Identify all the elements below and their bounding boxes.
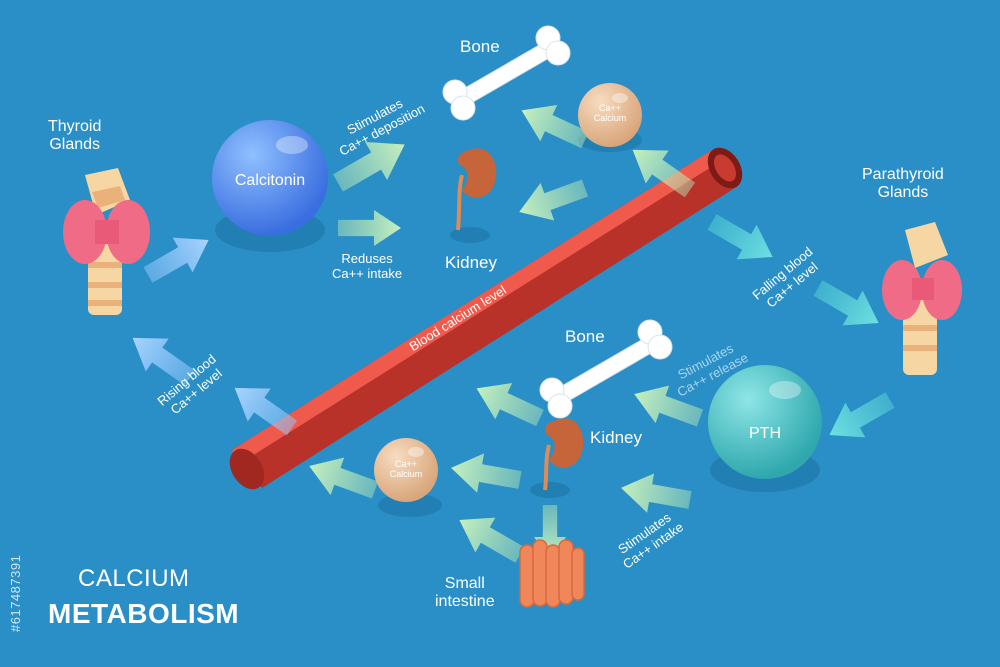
arrow-thyroid-to-calcitonin [138,222,219,293]
bone-top-label: Bone [460,37,500,56]
arrow-bone-to-calcium [468,370,549,437]
reduses-intake-line2: Ca++ intake [332,265,403,281]
reduses-intake-label: Reduses Ca++ intake [332,251,403,282]
parathyroid-label-line1: Parathyroid [862,166,944,183]
parathyroid-label-line2: Glands [877,184,929,202]
arrow-vessel-to-falling [702,204,783,275]
kidney-top-icon [456,148,497,231]
pth-label: PTH [749,425,781,442]
arrow-vessel-to-kidney-top [512,169,592,231]
small-intestine-label-line1: Small [444,575,485,592]
arrow-calcitonin-to-kidney [338,210,401,246]
kidney-top-label: Kidney [445,253,497,272]
arrow-intestine-to-calcium [449,502,530,573]
small-intestine-icon [519,539,585,608]
blood-vessel [229,147,743,490]
bone-top-icon [442,25,571,121]
arrow-calcium-to-vessel [302,447,382,509]
stock-id-watermark: #617487391 [8,432,28,632]
bone-bottom-label: Bone [565,327,605,346]
thyroid-label-line1: Thyroid [48,118,102,135]
parathyroid-label: Parathyroid Glands [862,166,944,203]
small-intestine-label: Small intestine [435,575,495,612]
calcitonin-sphere [212,120,328,236]
calcium-ball-top-line2: Calcium [593,113,627,123]
bone-bottom-icon [539,319,673,419]
arrow-kidney-to-calcium [447,448,524,500]
thyroid-label-line2: Glands [49,136,101,154]
thyroid-label: Thyroid Glands [48,118,101,155]
calcium-ball-bottom [374,438,438,502]
arrow-pth-to-kidney [617,468,694,520]
calcium-ball-bottom-line2: Calcium [389,469,423,479]
calcium-ball-top [578,83,642,147]
pth-sphere [708,365,822,479]
parathyroid-gland-icon [882,222,962,375]
kidney-bottom-label: Kidney [590,428,642,447]
title-line2: METABOLISM [48,598,240,629]
arrow-falling-to-parathyroid [808,270,889,341]
calcium-ball-bottom-line1: Ca++ [394,459,418,469]
title-line1: CALCIUM [78,565,190,592]
stock-id-text: #617487391 [8,554,23,632]
calcium-ball-bottom-label: Ca++ Calcium [381,459,431,479]
kidney-bottom-icon [543,418,584,491]
calcitonin-label: Calcitonin [234,172,306,189]
small-intestine-label-line2: intestine [435,593,495,611]
reduses-intake-line1: Reduses [341,251,393,266]
arrow-parathyroid-to-pth [819,382,900,453]
calcium-ball-top-label: Ca++ Calcium [585,103,635,123]
calcium-ball-top-line1: Ca++ [598,103,622,113]
thyroid-gland-icon [63,168,150,315]
